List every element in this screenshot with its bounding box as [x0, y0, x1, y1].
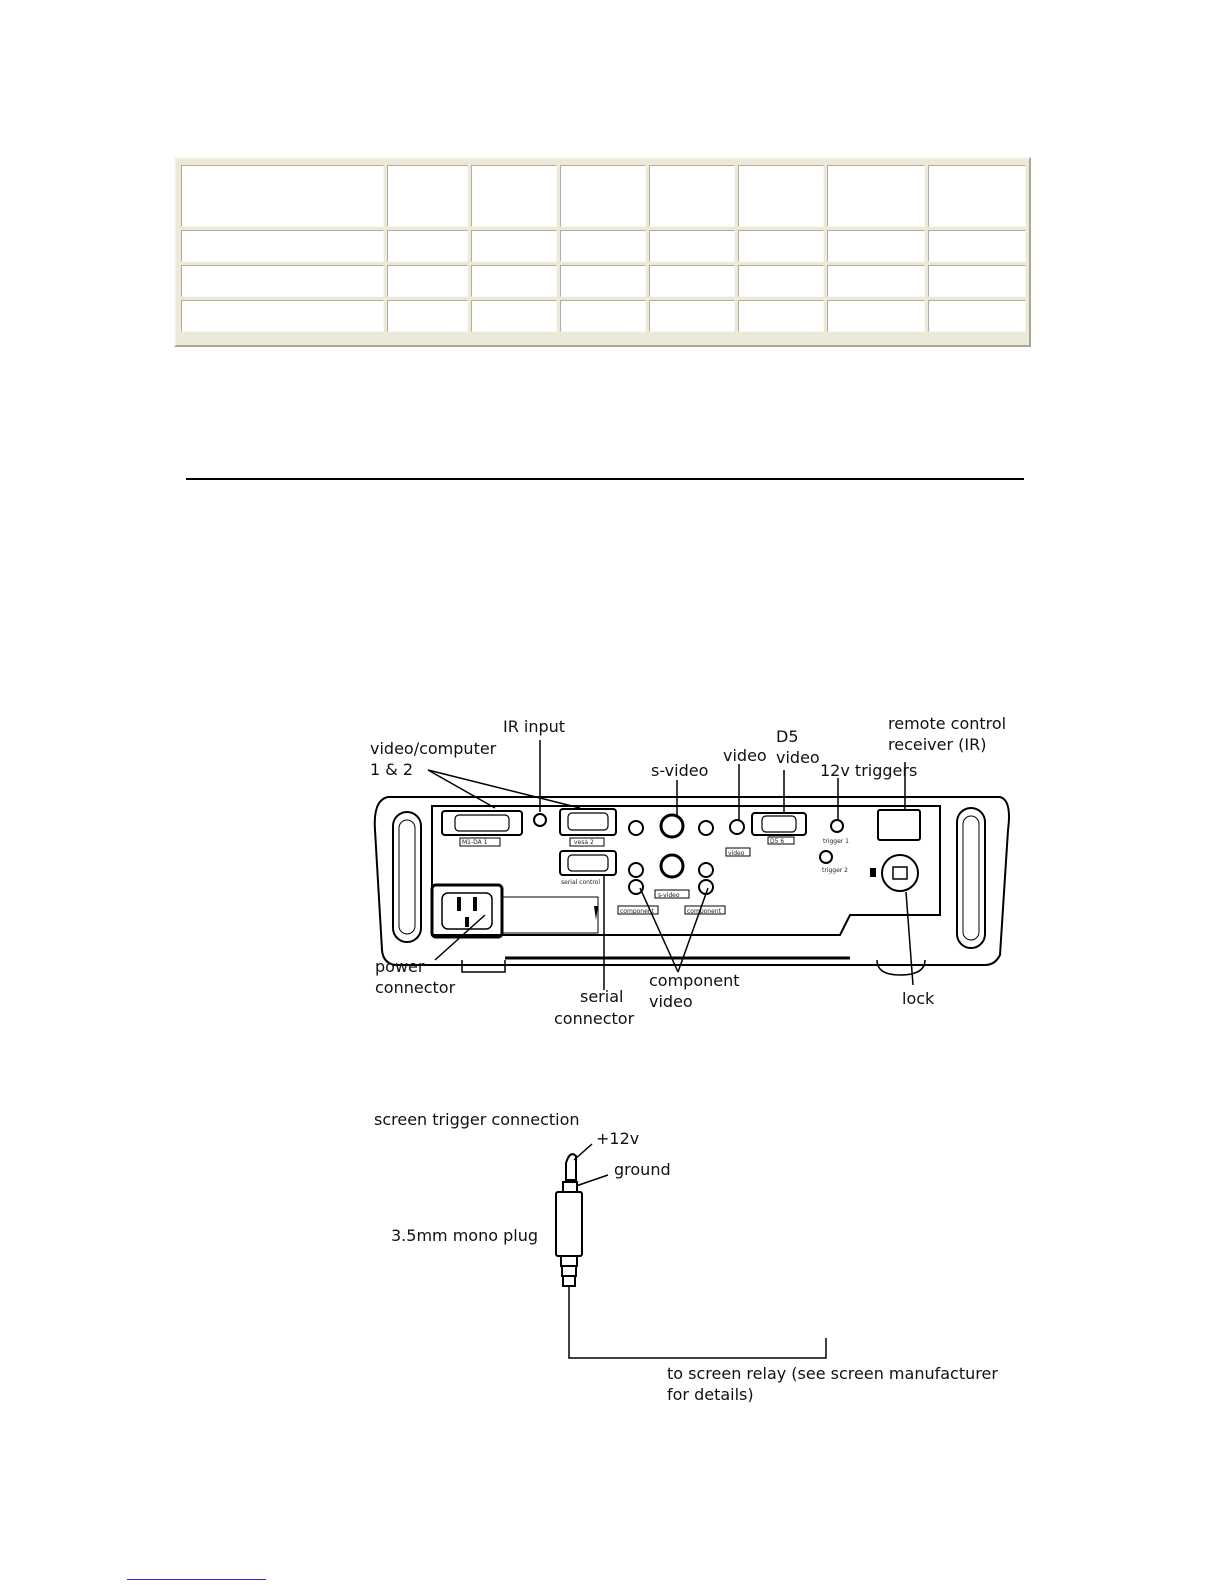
label-video-computer-line1: video/computer [370, 739, 497, 758]
table-cell [387, 265, 468, 297]
table-cell [928, 300, 1026, 332]
label-remote-control-line1: remote control [888, 714, 1007, 733]
table-cell [471, 300, 557, 332]
panel-text-d5: D5 6 [770, 838, 784, 845]
panel-text-svideo: s-video [658, 892, 680, 899]
label-mono-plug: 3.5mm mono plug [391, 1226, 538, 1245]
projector-rear-panel-diagram: M1-DA 1 vesa 2 serial control D5 6 trigg… [373, 740, 1010, 990]
blank-table [178, 162, 1029, 335]
label-screen-relay-line1: to screen relay (see screen manufacturer [667, 1364, 998, 1383]
table-cell [649, 300, 735, 332]
table-cell [471, 230, 557, 262]
table-cell [738, 265, 824, 297]
label-lock: lock [902, 989, 935, 1008]
table-cell [928, 265, 1026, 297]
panel-text-component-right: component [687, 908, 722, 915]
label-power-line1: power [375, 957, 425, 976]
panel-text-trigger2: trigger 2 [822, 867, 848, 874]
table-cell [827, 265, 925, 297]
table-cell [827, 165, 925, 227]
table-cell [738, 165, 824, 227]
label-video: video [723, 746, 767, 765]
table-cell [181, 300, 384, 332]
table-cell [560, 230, 646, 262]
table-cell [827, 300, 925, 332]
label-plus-12v: +12v [596, 1129, 640, 1148]
panel-text-trigger1: trigger 1 [823, 838, 849, 845]
table-cell [738, 230, 824, 262]
label-s-video: s-video [651, 761, 709, 780]
table-cell [560, 165, 646, 227]
table-cell [471, 165, 557, 227]
label-12v-triggers: 12v triggers [820, 761, 918, 780]
label-d5-line1: D5 [776, 727, 799, 746]
table-cell [649, 265, 735, 297]
label-ground: ground [614, 1160, 671, 1179]
table-cell [387, 300, 468, 332]
panel-text-m1da: M1-DA 1 [462, 839, 488, 846]
screen-trigger-title: screen trigger connection [374, 1110, 580, 1129]
table-cell [181, 230, 384, 262]
table-cell [181, 265, 384, 297]
table-cell [738, 300, 824, 332]
table-cell [928, 165, 1026, 227]
label-serial-line1: serial [580, 987, 624, 1006]
table-cell [560, 265, 646, 297]
label-d5-line2: video [776, 748, 820, 767]
label-screen-relay-line2: for details) [667, 1385, 754, 1404]
table-cell [928, 230, 1026, 262]
section-divider [186, 478, 1024, 480]
table-cell [560, 300, 646, 332]
table-cell [387, 230, 468, 262]
label-remote-control-line2: receiver (IR) [888, 735, 987, 754]
panel-text-component-left: component [620, 908, 655, 915]
screen-trigger-diagram [555, 1143, 827, 1359]
label-ir-input: IR input [503, 717, 566, 736]
footnote-separator [127, 1579, 266, 1580]
table-cell [471, 265, 557, 297]
label-component-line2: video [649, 992, 693, 1011]
table-cell [181, 165, 384, 227]
label-power-line2: connector [375, 978, 456, 997]
table-cell [827, 230, 925, 262]
panel-text-video: video [728, 850, 745, 857]
table-cell [649, 230, 735, 262]
panel-text-vesa2: vesa 2 [574, 839, 594, 846]
table-cell [387, 165, 468, 227]
table-cell [649, 165, 735, 227]
panel-text-serial-control: serial control [561, 879, 600, 886]
label-serial-line2: connector [554, 1009, 635, 1028]
label-video-computer-line2: 1 & 2 [370, 760, 414, 779]
label-component-line1: component [649, 971, 740, 990]
empty-table-frame [174, 157, 1031, 347]
